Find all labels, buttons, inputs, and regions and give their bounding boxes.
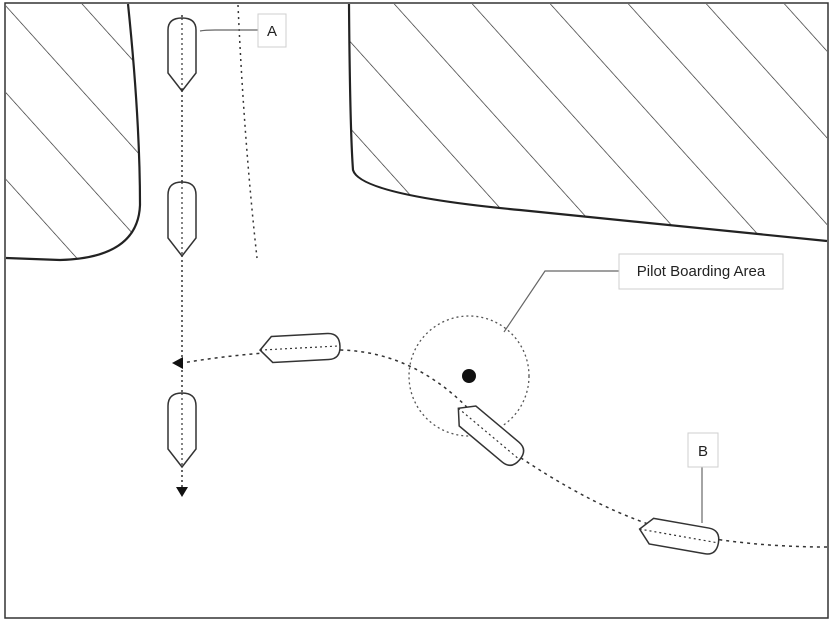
fairway-boundary-line bbox=[237, 4, 258, 259]
vessel-b-boarding-icon bbox=[457, 405, 525, 467]
label-a: A bbox=[267, 23, 277, 40]
left-land-hatched-icon bbox=[6, 4, 140, 260]
vessel-b-far-icon bbox=[259, 332, 341, 364]
track-a-arrowhead-icon bbox=[176, 487, 188, 497]
diagram-frame bbox=[4, 2, 829, 619]
right-land-hatched-icon bbox=[349, 4, 827, 241]
right-shoreline bbox=[347, 3, 828, 243]
left-shoreline bbox=[5, 3, 142, 262]
boarding-area-label-box bbox=[618, 253, 784, 290]
label-a-box bbox=[257, 13, 287, 48]
boarding-area-label: Pilot Boarding Area bbox=[637, 263, 766, 280]
label-a-leader bbox=[199, 29, 258, 32]
label-b: B bbox=[698, 443, 708, 460]
track-b-arrowhead-icon bbox=[172, 357, 183, 369]
boarding-area-circle bbox=[408, 315, 530, 437]
boarding-area-leader bbox=[503, 270, 619, 333]
boarding-point-dot-icon bbox=[462, 369, 476, 383]
label-b-box bbox=[687, 432, 719, 468]
vessel-b-icon bbox=[638, 517, 720, 555]
